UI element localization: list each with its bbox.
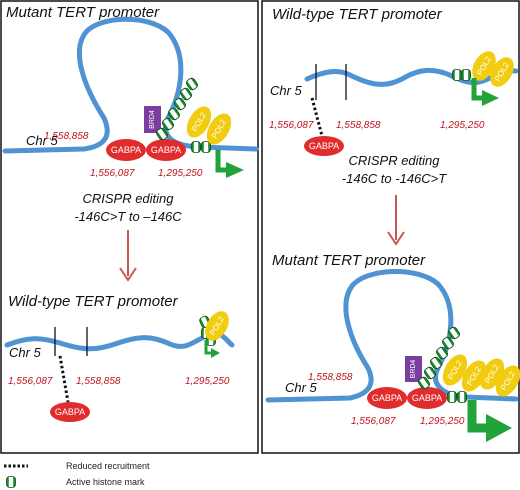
right-step-arrow <box>387 195 405 246</box>
left-top-coord-a: 1,558,858 <box>44 131 89 142</box>
right-bottom-chr-label: Chr 5 <box>285 380 318 395</box>
left-bottom-tss-arrow <box>204 340 220 358</box>
left-top-pol2-2: POL2 <box>206 113 232 145</box>
svg-text:GABPA: GABPA <box>151 145 181 155</box>
left-top-title: Mutant TERT promoter <box>6 4 160 21</box>
right-top-pol2-1: POL2 <box>472 51 496 81</box>
right-bottom-title: Mutant TERT promoter <box>272 252 426 269</box>
right-top-coord-a: 1,558,858 <box>336 120 381 131</box>
right-panel-frame <box>261 0 520 454</box>
left-bottom-coord-b: 1,556,087 <box>8 376 53 387</box>
right-top-pol2-2: POL2 <box>490 57 514 87</box>
right-top-tss-arrow <box>471 78 499 106</box>
right-top-gabpa: GABPA <box>304 136 344 156</box>
svg-text:GABPA: GABPA <box>111 145 141 155</box>
right-top-histone-marks <box>452 69 471 81</box>
left-top-gabpa-1: GABPA <box>106 139 146 161</box>
right-step-line-1: CRISPR editing <box>348 153 440 168</box>
legend-active-histone-mark: Active histone mark <box>6 476 145 488</box>
left-top-gabpa-2: GABPA <box>146 139 186 161</box>
svg-text:BRD4: BRD4 <box>149 110 156 129</box>
right-bottom-pol2-2: POL2 <box>461 360 487 392</box>
right-bottom-coord-c: 1,295,250 <box>420 416 465 427</box>
left-bottom-title: Wild-type TERT promoter <box>8 293 179 310</box>
svg-text:GABPA: GABPA <box>372 393 402 403</box>
right-top-chr-label: Chr 5 <box>270 83 303 98</box>
left-bottom-chr-label: Chr 5 <box>9 345 42 360</box>
right-top-reduced-line <box>310 97 324 137</box>
left-top-chr-label: Chr 5 <box>26 133 59 148</box>
legend-reduced-label: Reduced recruitment <box>66 461 150 471</box>
left-bottom-coord-c: 1,295,250 <box>185 376 230 387</box>
right-step-line-2: -146C to -146C>T <box>342 171 447 186</box>
legend-reduced-recruitment: Reduced recruitment <box>4 461 150 471</box>
svg-text:GABPA: GABPA <box>55 407 85 417</box>
left-bottom-pol2: POL2 <box>205 311 229 341</box>
left-top-coord-c: 1,295,250 <box>158 168 203 179</box>
right-bottom-pol2-1: POL2 <box>442 354 468 386</box>
left-top-pol2-1: POL2 <box>186 106 212 138</box>
svg-text:BRD4: BRD4 <box>410 360 417 379</box>
right-bottom-dna <box>265 268 519 403</box>
right-top-coord-b: 1,556,087 <box>269 120 314 131</box>
left-top-tss-arrow <box>215 150 244 178</box>
right-bottom-pol2-4: POL2 <box>495 365 520 397</box>
right-bottom-gabpa-1: GABPA <box>367 387 407 409</box>
right-bottom-gabpa-2: GABPA <box>407 387 447 409</box>
svg-text:GABPA: GABPA <box>309 141 339 151</box>
right-bottom-coord-b: 1,556,087 <box>351 416 396 427</box>
right-top-coord-c: 1,295,250 <box>440 120 485 131</box>
left-step-line-2: -146C>T to –146C <box>74 209 182 224</box>
svg-text:GABPA: GABPA <box>412 393 442 403</box>
right-bottom-brd4: BRD4 <box>405 356 422 382</box>
left-top-coord-b: 1,556,087 <box>90 168 135 179</box>
left-top-brd4: BRD4 <box>144 106 161 133</box>
left-step-arrow <box>119 230 137 282</box>
left-step-line-1: CRISPR editing <box>82 191 174 206</box>
left-panel-frame <box>0 0 259 454</box>
left-bottom-gabpa: GABPA <box>50 402 90 422</box>
legend-histone-label: Active histone mark <box>66 477 145 487</box>
left-bottom-reduced-line <box>58 355 70 403</box>
right-bottom-coord-a: 1,558,858 <box>308 372 353 383</box>
right-top-title: Wild-type TERT promoter <box>272 6 443 23</box>
left-bottom-coord-a: 1,558,858 <box>76 376 121 387</box>
right-bottom-tss-arrow <box>467 400 512 442</box>
